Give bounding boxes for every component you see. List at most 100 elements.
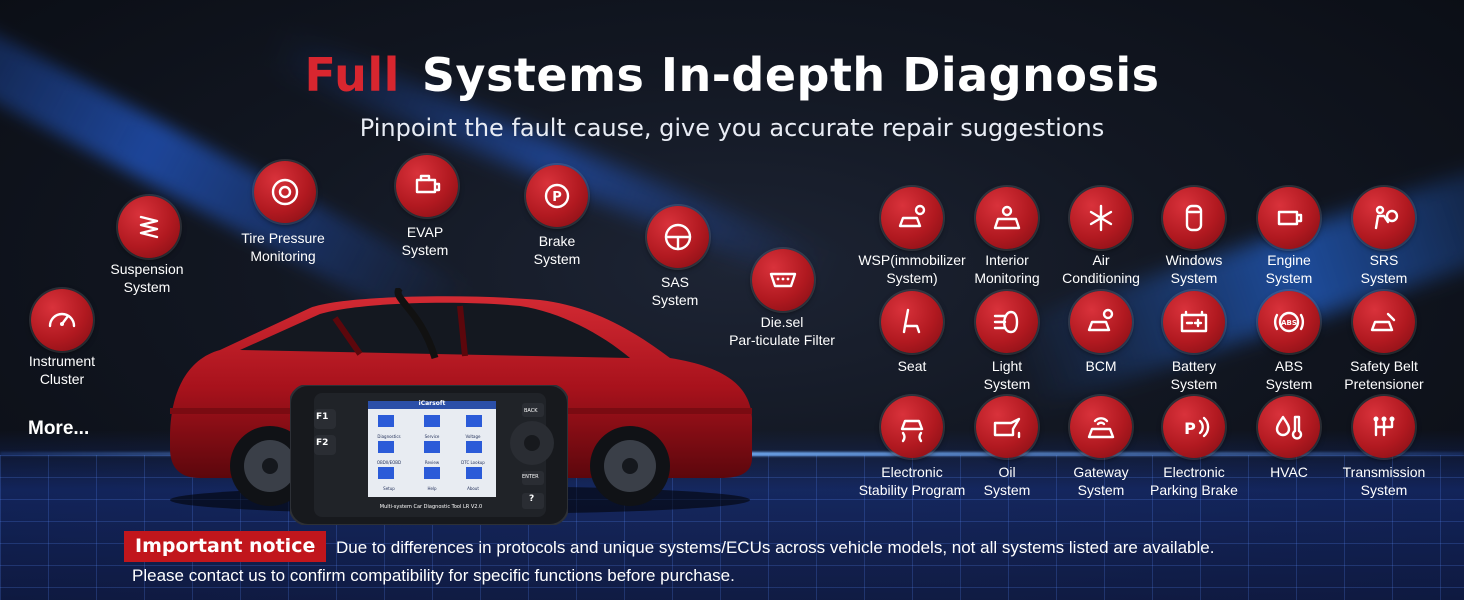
system-badge-hvac [1258,396,1320,458]
system-label-gateway: Gateway System [1073,464,1129,498]
headlight-icon [993,310,1019,334]
device-menu-item: Voltage [465,434,481,439]
system-label-srs: SRS System [1360,252,1408,286]
system-label-aircon: Air Conditioning [1062,252,1140,286]
device-brand: iCarsoft [418,400,446,407]
device-menu-item: Review [424,460,440,465]
system-badge-instrument [31,289,93,351]
device-enter-key: ENTER [522,474,539,480]
device-back-key: BACK [524,408,538,414]
system-badge-parking: P [1163,396,1225,458]
gear-shift-icon [1373,416,1395,437]
system-badge-stability [881,396,943,458]
system-badge-light [976,291,1038,353]
svg-text:P: P [552,190,562,205]
system-badge-battery [1163,291,1225,353]
diagnostic-scanner-device [290,385,568,525]
system-label-instrument: Instrument Cluster [28,353,96,387]
system-label-battery: Battery System [1170,358,1218,392]
system-label-seat: Seat [897,358,927,374]
system-label-engine: Engine System [1265,252,1313,286]
seatbelt-car-icon [1370,312,1396,332]
device-f2-key: F2 [316,438,329,448]
engine-icon [1277,210,1303,226]
page-title: Full Systems In-depth Diagnosis [0,48,1464,102]
system-label-wsp: WSP(immobilizer System) [858,252,966,286]
gateway-wifi-car-icon [1087,417,1115,439]
system-badge-engine [1258,187,1320,249]
interior-monitor-icon [993,205,1021,230]
svg-text:ABS: ABS [1281,319,1297,327]
stability-car-icon [900,419,924,443]
important-notice-tag: Important notice [124,531,327,562]
system-label-sas: SAS System [651,274,699,308]
system-badge-abs: ABS [1258,291,1320,353]
system-label-stability: Electronic Stability Program [858,464,966,498]
car-window-icon [1185,204,1203,232]
title-accent: Full [304,48,400,102]
system-label-evap: EVAP System [401,224,449,258]
system-label-light: Light System [983,358,1031,392]
system-label-tire: Tire Pressure Monitoring [241,230,325,264]
airbag-icon [1374,205,1399,230]
notice-line-2: Please contact us to confirm compatibili… [132,566,735,585]
obd-connector-icon [769,272,797,288]
suspension-spring-icon [139,215,159,239]
steering-wheel-icon [664,223,692,251]
device-menu-item: Service [424,434,440,439]
system-label-brake: Brake System [533,233,581,267]
tire-pressure-icon [271,178,299,206]
speedometer-icon [48,312,76,328]
system-label-hvac: HVAC [1270,464,1308,480]
system-badge-bcm [1070,291,1132,353]
device-help-key: ? [529,494,535,504]
device-f1-key: F1 [316,412,329,422]
system-badge-transmission [1353,396,1415,458]
system-badge-sas [647,206,709,268]
device-menu-item: About [467,486,479,491]
system-label-oil: Oil System [983,464,1031,498]
system-badge-wsp [881,187,943,249]
system-badge-interior [976,187,1038,249]
system-badge-seat [881,291,943,353]
device-menu-item: Help [427,486,437,491]
system-label-abs: ABS System [1265,358,1313,392]
device-menu-item: OBDII/EOBD [376,460,402,465]
system-badge-srs [1353,187,1415,249]
parking-brake-icon: P [544,183,570,209]
system-label-seatbelt: Safety Belt Pretensioner [1344,358,1424,392]
system-badge-brake: P [526,165,588,227]
snowflake-icon [1089,204,1113,232]
abs-icon: ABS [1274,311,1304,333]
device-menu-item: Diagnostics [377,434,401,439]
system-label-parking: Electronic Parking Brake [1150,464,1238,498]
device-menu-item: DTC Lookup [461,460,485,465]
page-subtitle: Pinpoint the fault cause, give you accur… [359,114,1105,142]
system-badge-suspension [118,196,180,258]
system-label-transmission: Transmission System [1342,464,1426,498]
system-label-bcm: BCM [1085,358,1117,374]
system-label-diesel: Die.sel Par-ticulate Filter [729,314,835,348]
system-badge-oil [976,396,1038,458]
device-menu-item: Setup [383,486,395,491]
system-badge-aircon [1070,187,1132,249]
battery-icon [1180,310,1208,333]
system-label-suspension: Suspension System [110,261,184,295]
car-settings-icon [1087,308,1114,332]
hvac-thermometer-icon [1275,415,1303,440]
seat-icon [902,308,921,334]
system-badge-gateway [1070,396,1132,458]
system-badge-seatbelt [1353,291,1415,353]
car-gears-icon [898,204,926,228]
notice-line-1: Due to differences in protocols and uniq… [336,538,1215,557]
system-badge-evap [396,155,458,217]
more-label: More... [28,418,90,439]
system-label-interior: Interior Monitoring [974,252,1040,286]
title-main: Systems In-depth Diagnosis [421,48,1160,102]
system-label-windows: Windows System [1165,252,1223,286]
system-badge-windows [1163,187,1225,249]
device-model-label: Multi-system Car Diagnostic Tool LR V2.0 [379,504,483,510]
system-badge-tire [254,161,316,223]
oil-can-icon [993,417,1021,439]
